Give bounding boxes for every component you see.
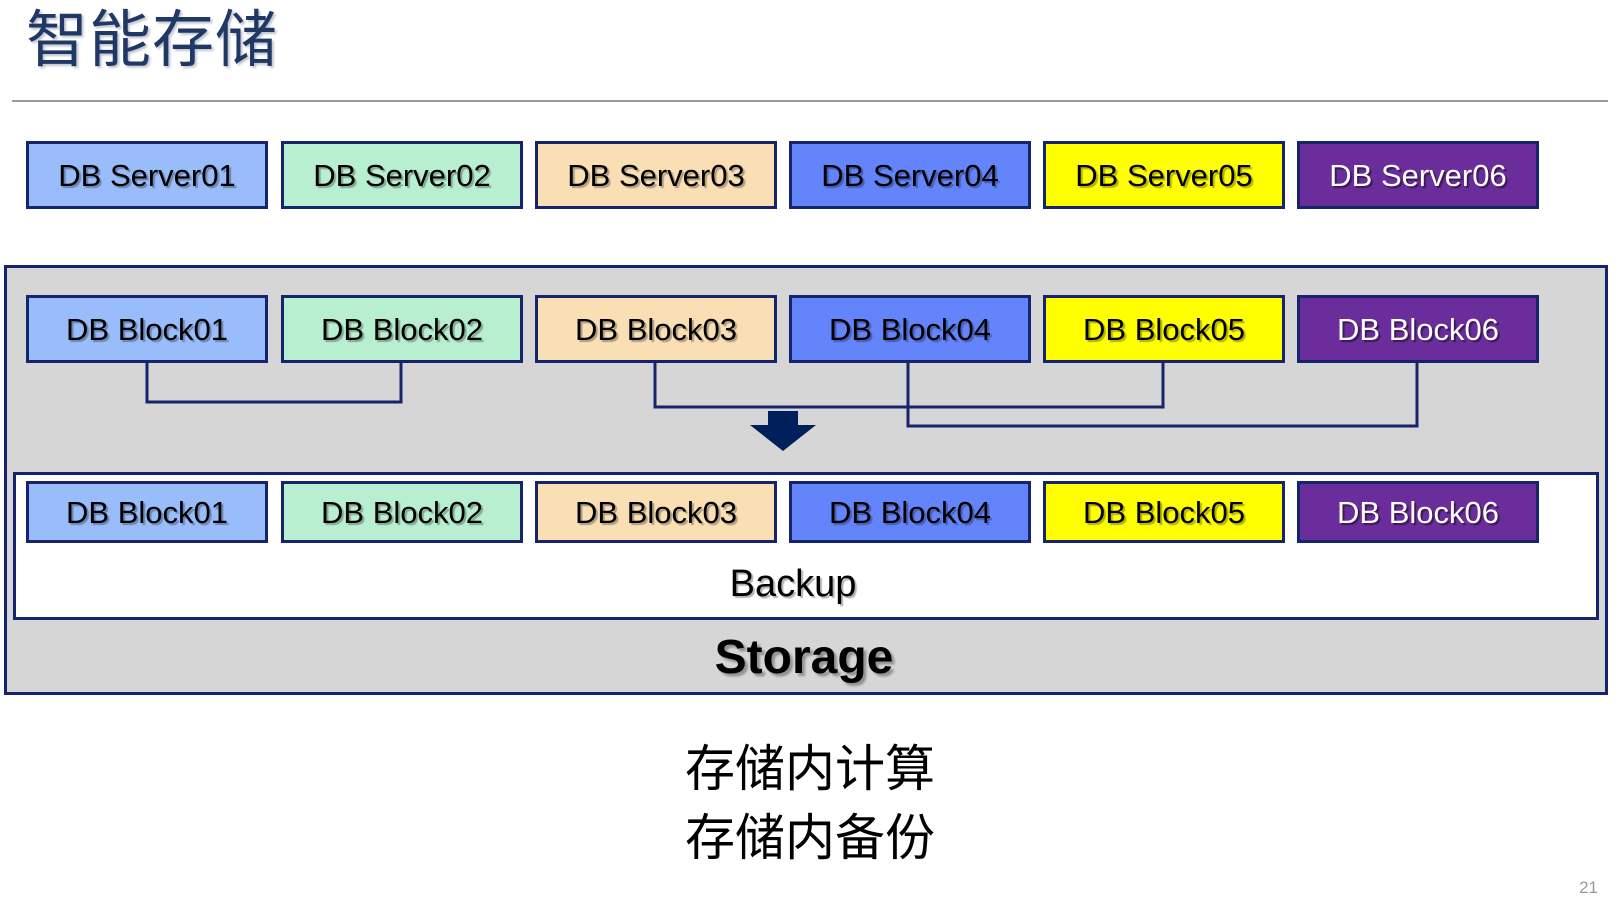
db-block-backup-box-5[interactable]: DB Block05 xyxy=(1043,481,1285,543)
db-block-backup-box-3[interactable]: DB Block03 xyxy=(535,481,777,543)
db-block-backup-box-label: DB Block01 xyxy=(66,494,228,530)
page-title: 智能存储 xyxy=(26,6,279,75)
db-server-box-4[interactable]: DB Server04 xyxy=(789,141,1031,209)
db-server-box-5[interactable]: DB Server05 xyxy=(1043,141,1285,209)
db-block-backup-box-2[interactable]: DB Block02 xyxy=(281,481,523,543)
db-block-backup-box-4[interactable]: DB Block04 xyxy=(789,481,1031,543)
db-block-source-box-label: DB Block05 xyxy=(1083,311,1245,347)
db-block-source-box-label: DB Block06 xyxy=(1337,311,1499,347)
db-block-source-box-3[interactable]: DB Block03 xyxy=(535,295,777,363)
db-server-box-label: DB Server02 xyxy=(313,157,491,193)
db-block-source-box-label: DB Block01 xyxy=(66,311,228,347)
db-block-source-box-1[interactable]: DB Block01 xyxy=(26,295,268,363)
db-server-box-2[interactable]: DB Server02 xyxy=(281,141,523,209)
db-server-box-label: DB Server04 xyxy=(821,157,999,193)
db-block-backup-box-label: DB Block02 xyxy=(321,494,483,530)
db-server-box-label: DB Server05 xyxy=(1075,157,1253,193)
db-block-source-box-5[interactable]: DB Block05 xyxy=(1043,295,1285,363)
db-block-backup-box-1[interactable]: DB Block01 xyxy=(26,481,268,543)
db-block-source-box-label: DB Block04 xyxy=(829,311,991,347)
db-server-box-3[interactable]: DB Server03 xyxy=(535,141,777,209)
db-server-box-label: DB Server01 xyxy=(58,157,236,193)
title-divider xyxy=(12,100,1608,102)
db-block-source-box-4[interactable]: DB Block04 xyxy=(789,295,1031,363)
slide-caption: 存储内计算存储内备份 xyxy=(0,735,1620,873)
db-block-backup-box-label: DB Block03 xyxy=(575,494,737,530)
db-block-source-box-6[interactable]: DB Block06 xyxy=(1297,295,1539,363)
db-server-box-label: DB Server03 xyxy=(567,157,745,193)
db-block-source-box-2[interactable]: DB Block02 xyxy=(281,295,523,363)
backup-label: Backup xyxy=(729,563,857,605)
page-number: 21 xyxy=(1579,878,1598,897)
db-server-box-1[interactable]: DB Server01 xyxy=(26,141,268,209)
caption-line-2: 存储内备份 xyxy=(685,810,935,866)
db-block-backup-box-label: DB Block05 xyxy=(1083,494,1245,530)
db-server-box-6[interactable]: DB Server06 xyxy=(1297,141,1539,209)
db-block-source-box-label: DB Block03 xyxy=(575,311,737,347)
caption-line-1: 存储内计算 xyxy=(685,741,935,797)
db-block-source-box-label: DB Block02 xyxy=(321,311,483,347)
storage-label: Storage xyxy=(714,631,894,684)
db-block-backup-box-label: DB Block06 xyxy=(1337,494,1499,530)
db-block-backup-box-label: DB Block04 xyxy=(829,494,991,530)
db-server-box-label: DB Server06 xyxy=(1329,157,1507,193)
db-block-backup-box-6[interactable]: DB Block06 xyxy=(1297,481,1539,543)
